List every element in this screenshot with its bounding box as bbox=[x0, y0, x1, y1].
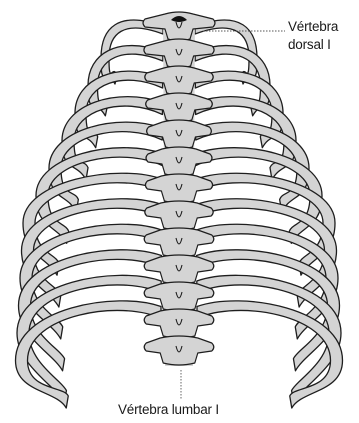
rib-right-12 bbox=[197, 301, 343, 408]
vertebra-dorsal-4 bbox=[146, 93, 213, 122]
vertebra-dorsal-12 bbox=[144, 309, 214, 338]
rib-left-12 bbox=[16, 301, 162, 408]
vertebra-dorsal-5 bbox=[147, 120, 212, 149]
vertebra-dorsal-9 bbox=[144, 228, 214, 257]
label-dorsal-vertebra-line2: dorsal I bbox=[288, 37, 331, 53]
label-lumbar-vertebra: Vértebra lumbar I bbox=[118, 402, 219, 418]
vertebra-dorsal-8 bbox=[145, 201, 213, 230]
vertebra-dorsal-3 bbox=[145, 66, 213, 95]
right-ribs bbox=[195, 20, 343, 408]
label-dorsal-vertebra-line1: Vértebra bbox=[288, 19, 338, 35]
vertebra-dorsal-2 bbox=[144, 39, 214, 68]
vertebra-lumbar-1 bbox=[144, 336, 214, 365]
left-ribs bbox=[16, 20, 164, 408]
spine bbox=[143, 12, 215, 366]
vertebra-dorsal-6 bbox=[146, 147, 212, 176]
vertebra-dorsal-7 bbox=[145, 174, 212, 203]
